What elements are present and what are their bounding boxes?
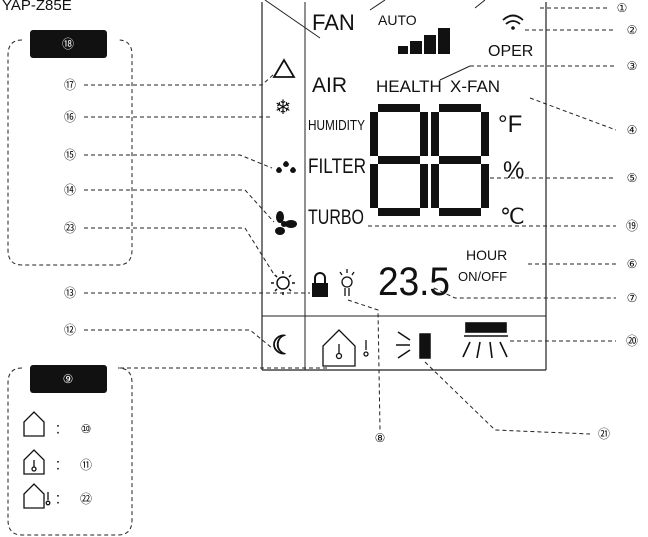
unit-percent: % — [503, 157, 524, 184]
bottom-callouts: ⑧ ㉑ — [347, 299, 610, 445]
house-indoor-icon — [23, 449, 45, 475]
bell-icon — [272, 58, 296, 78]
leader-line — [474, 0, 486, 9]
callout-16: ⑯ — [64, 110, 76, 124]
callout-2: ② — [627, 23, 638, 37]
lcd-filter-label: FILTER — [308, 155, 366, 178]
callout-20: ⑳ — [626, 334, 638, 348]
model-text: YAP-Z85E — [2, 0, 72, 14]
sleep-icon: ☾ — [271, 330, 294, 360]
row-1-sep: : — [56, 421, 60, 438]
lcd-turbo-label: TURBO — [308, 206, 364, 229]
box-top-title-badge — [30, 30, 107, 58]
callout-19: ⑲ — [626, 219, 638, 233]
small-temp-display: 23.5 — [378, 260, 450, 304]
callout-17: ⑰ — [64, 78, 76, 92]
air-conditioner-icon — [462, 322, 508, 359]
unit-fahrenheit: °F — [498, 111, 522, 138]
left-callouts: ⑰ ⑯ ⑮ ⑭ ㉓ ⑬ ⑫ — [64, 73, 330, 369]
leader-line — [264, 0, 321, 39]
row-2-num: ⑪ — [80, 458, 92, 472]
fan-speed-bars-icon — [398, 28, 450, 54]
box-bottom-title: ⑨ — [63, 372, 74, 386]
lcd-auto-label: AUTO — [378, 12, 417, 28]
right-callouts: ② ③ ④ ⑤ ⑲ ⑥ ⑦ ⑳ — [368, 23, 638, 348]
lcd-health-label: HEALTH — [376, 77, 442, 96]
lcd-air-label: AIR — [312, 74, 347, 97]
callout-15: ⑮ — [64, 148, 76, 162]
lcd-hour-label: HOUR — [466, 247, 507, 263]
unit-celsius: ℃ — [500, 204, 525, 229]
callout-4: ④ — [627, 123, 638, 137]
callout-5: ⑤ — [627, 171, 638, 185]
box-bottom-left: ⑨ : ⑩ : ⑪ : ㉒ — [7, 365, 133, 536]
swing-rays-icon — [396, 331, 431, 359]
box-top-title: ⑱ — [62, 37, 74, 51]
callout-7: ⑦ — [627, 291, 638, 305]
drops-icon — [276, 161, 296, 173]
callout-12: ⑫ — [64, 323, 76, 337]
house-sensor-icon — [322, 329, 369, 367]
lcd-frame — [261, 2, 547, 371]
callout-top-right: ① — [617, 1, 628, 15]
lcd-oper-label: OPER — [488, 43, 533, 60]
callout-13: ⑬ — [64, 286, 76, 300]
big-seven-segment-display — [370, 104, 489, 216]
callout-3: ③ — [627, 59, 638, 73]
row-2-sep: : — [56, 457, 60, 474]
house-plain-icon — [23, 411, 45, 437]
lcd-xfan-label: X-FAN — [450, 77, 500, 96]
wifi-signal-icon — [502, 14, 524, 30]
row-3-num: ㉒ — [80, 492, 92, 506]
callout-8: ⑧ — [375, 431, 386, 445]
lcd-humidity-label: HUMIDITY — [308, 117, 365, 134]
fan-icon — [275, 211, 297, 235]
row-3-sep: : — [56, 491, 60, 508]
box-top-left: ⑱ — [7, 30, 133, 266]
lcd-fan-label: FAN — [312, 10, 355, 35]
lcd-onoff-label: ON/OFF — [458, 269, 507, 284]
snowflake-icon: ❄ — [275, 97, 292, 119]
house-outdoor-icon — [23, 483, 51, 509]
sun-icon — [271, 271, 295, 295]
callout-23: ㉓ — [64, 221, 76, 235]
callout-21: ㉑ — [598, 427, 610, 441]
box-bottom-title-badge — [30, 365, 107, 393]
lock-icon — [312, 272, 328, 297]
row-1-num: ⑩ — [81, 422, 92, 436]
callout-14: ⑭ — [64, 183, 76, 197]
light-bulb-icon — [339, 269, 355, 296]
leader-line — [369, 0, 386, 11]
callout-6: ⑥ — [627, 257, 638, 271]
